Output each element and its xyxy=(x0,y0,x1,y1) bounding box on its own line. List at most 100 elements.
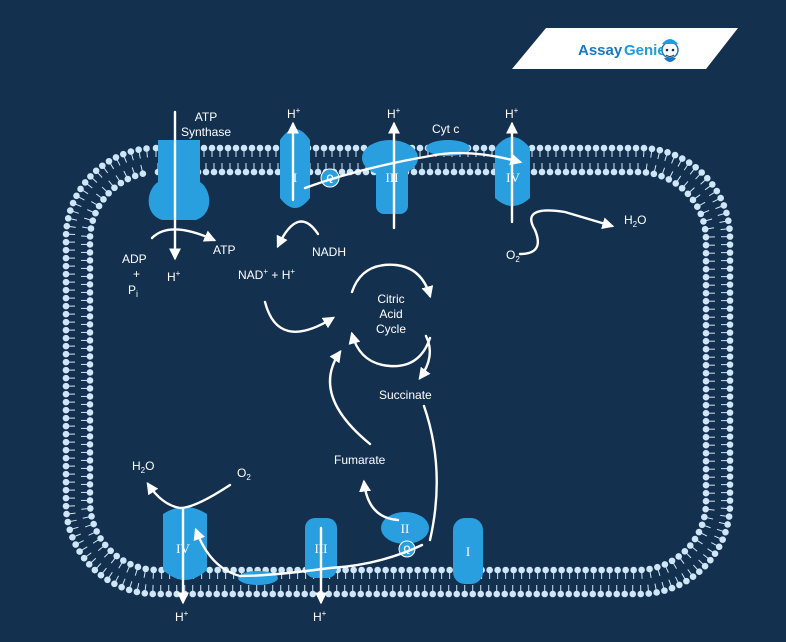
lipid-head xyxy=(62,254,70,262)
lipid-head xyxy=(117,179,125,187)
lipid-head xyxy=(509,590,517,598)
lipid-head xyxy=(358,566,365,574)
lipid-head xyxy=(696,568,703,575)
h2o-sub: 2 xyxy=(633,220,638,229)
complex-I-top-label: I xyxy=(293,170,297,185)
lipid-head xyxy=(715,543,723,551)
complex-II-to-fumarate-arrow xyxy=(359,479,400,522)
lipid-head xyxy=(726,289,734,296)
lipid-head xyxy=(229,590,237,598)
cac-label-line2: Acid xyxy=(379,307,402,321)
lipid-head xyxy=(256,144,264,152)
h-ion-synthase-bottom: H+ xyxy=(167,269,181,284)
lipid-head xyxy=(726,505,734,512)
lipid-head xyxy=(62,294,70,302)
complex-labels: I III IV Q IV III II Q I xyxy=(176,170,520,559)
lipid-head xyxy=(105,189,112,197)
lipid-head xyxy=(702,321,710,329)
lipid-head xyxy=(86,489,94,496)
lipid-head xyxy=(726,361,734,368)
brand-banner: Assay Genie xyxy=(0,0,786,80)
h-main: H xyxy=(313,610,322,624)
lipid-head xyxy=(640,144,648,152)
h-sup: + xyxy=(396,106,401,115)
lipid-head xyxy=(700,218,707,225)
lipid-head xyxy=(133,588,141,596)
o2-main: O xyxy=(237,466,246,480)
lipid-head xyxy=(342,566,349,574)
lipid-head xyxy=(702,473,710,481)
lipid-head xyxy=(528,144,536,152)
lipid-head xyxy=(62,278,70,286)
atp-synthase-label-line1: ATP xyxy=(195,110,217,124)
lipid-head xyxy=(702,481,710,489)
lipid-head xyxy=(152,144,160,152)
lipid-head xyxy=(143,145,150,152)
lipid-head xyxy=(664,149,671,156)
lipid-head xyxy=(693,203,701,210)
lipid-head xyxy=(608,144,616,152)
lipid-head xyxy=(62,326,70,334)
lipid-head xyxy=(139,170,147,178)
lipid-head xyxy=(726,401,734,408)
lipid-head xyxy=(446,566,453,574)
lipid-head xyxy=(586,168,594,176)
lipid-head xyxy=(86,465,94,472)
lipid-head xyxy=(726,417,734,424)
lipid-head xyxy=(618,168,626,176)
lipid-head xyxy=(149,590,157,598)
h-ion-IV-bottom: H+ xyxy=(175,609,189,624)
h-sup: + xyxy=(176,269,181,278)
cyt-c-bottom-protein xyxy=(238,571,278,585)
lipid-head xyxy=(86,473,94,480)
lipid-head xyxy=(398,566,405,574)
lipid-head xyxy=(578,168,586,176)
lipid-head xyxy=(614,566,621,574)
lipid-head xyxy=(557,590,565,598)
lipid-head xyxy=(702,249,710,257)
lipid-head xyxy=(722,528,729,536)
lipid-head xyxy=(702,369,710,377)
lipid-head xyxy=(320,144,328,152)
h2o-main: H xyxy=(132,459,141,473)
lipid-head xyxy=(86,385,94,392)
lipid-head xyxy=(99,162,106,170)
lipid-head xyxy=(726,385,734,392)
brand-name-part1: Assay xyxy=(578,42,623,59)
lipid-head xyxy=(314,168,322,176)
o2-main: O xyxy=(506,248,515,262)
lipid-head xyxy=(62,494,70,502)
lipid-head xyxy=(230,566,237,574)
lipid-head xyxy=(590,566,597,574)
lipid-head xyxy=(702,313,710,321)
h-ion-III-bottom: H+ xyxy=(313,609,327,624)
lipid-head xyxy=(702,281,710,289)
lipid-head xyxy=(726,249,734,256)
lipid-head xyxy=(672,180,680,187)
lipid-head xyxy=(125,586,133,594)
lipid-head xyxy=(62,462,70,470)
lipid-head xyxy=(725,513,733,520)
brand-banner-svg: Assay Genie xyxy=(512,28,738,69)
lipid-head xyxy=(724,521,731,528)
lipid-head xyxy=(416,144,424,152)
lipid-head xyxy=(661,587,668,594)
lipid-head xyxy=(293,590,301,598)
lipid-head xyxy=(477,590,485,598)
lipid-head xyxy=(91,566,99,574)
lipid-head xyxy=(80,554,88,562)
lipid-head xyxy=(442,168,450,176)
lipid-head xyxy=(702,297,710,305)
lipid-head xyxy=(66,526,74,534)
lipid-head xyxy=(702,233,710,241)
lipid-head xyxy=(76,548,83,555)
lipid-head xyxy=(726,457,734,464)
lipid-head xyxy=(86,353,94,360)
lipid-head xyxy=(726,337,734,344)
lipid-head xyxy=(703,174,711,182)
lipid-head xyxy=(124,175,132,183)
lipid-head xyxy=(266,168,274,176)
complex-IV-top-label: IV xyxy=(506,170,520,185)
lipid-head xyxy=(702,265,710,273)
lipid-head xyxy=(111,580,118,588)
